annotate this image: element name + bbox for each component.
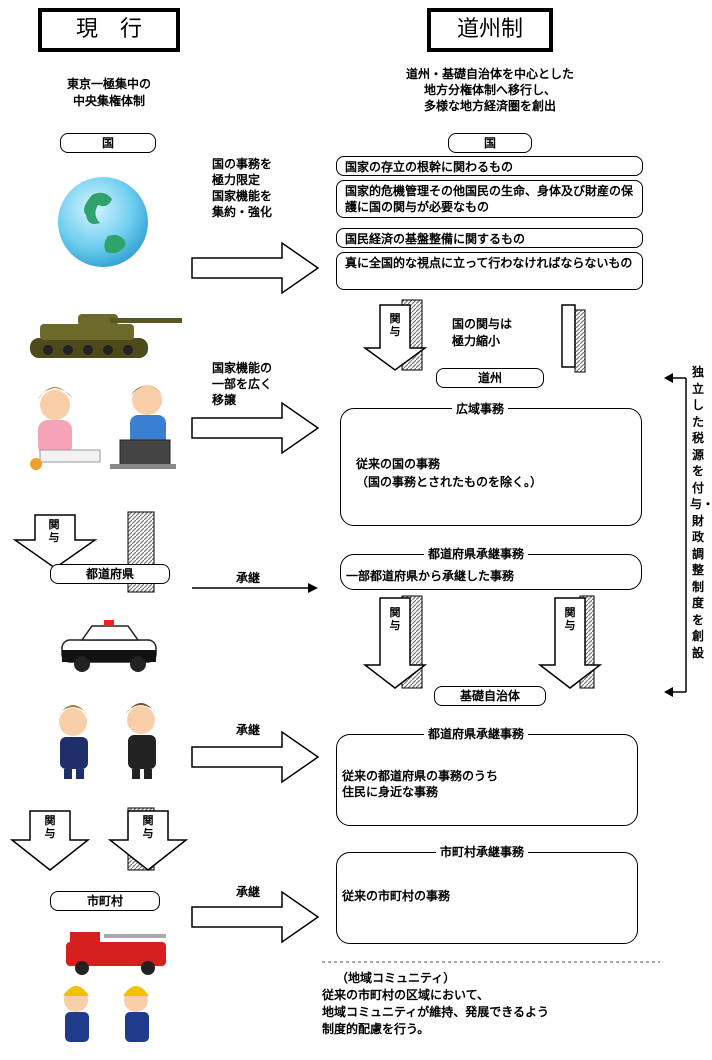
- kiso-todofuken-box: [336, 734, 638, 826]
- arrow-down-todofuken-shichoson: [9, 810, 91, 871]
- arrow-down-doshu-kiso-2: [537, 597, 603, 689]
- kuni-limit-label-2: 極力限定: [212, 173, 261, 187]
- globe-icon: [58, 177, 148, 267]
- kanyo-label-4: 関与: [389, 312, 401, 338]
- community-text-3: 地域コミュニティが維持、発展できるよう: [322, 1005, 550, 1019]
- arrow-kuni-to-doshu: [191, 401, 320, 455]
- kuni-item-1: 国家の存立の根幹に関わるもの: [336, 156, 643, 176]
- doshusei-kuni-tag: 国: [448, 133, 532, 153]
- current-shichoson-tag: 市町村: [50, 891, 160, 911]
- kiso-todofuken-text-1: 従来の都道府県の事務のうち: [342, 769, 499, 783]
- koiki-text-1: 従来の国の事務: [356, 457, 441, 471]
- community-text-2: 従来の市町村の区域において、: [322, 988, 490, 1002]
- kanyo-reduce-label-2: 極力縮小: [452, 334, 501, 348]
- shokei-label-kiso: 承継: [236, 723, 261, 737]
- tank-icon: [30, 314, 182, 358]
- arrow-down-kuni-doshu: [362, 304, 428, 371]
- kanyo-label-6: 関与: [564, 606, 576, 632]
- doshu-todofuken-title: 都道府県承継事務: [424, 545, 529, 562]
- office-workers-icon: [30, 385, 176, 470]
- kiso-shichoson-box: [336, 852, 638, 944]
- fire-truck-icon: [66, 932, 166, 975]
- arrow-kuni-to-kuni: [191, 241, 320, 295]
- kuni-limit-label-3: 国家機能を: [212, 189, 273, 203]
- koiki-title: 広域事務: [452, 400, 509, 417]
- kiso-shichoson-text: 従来の市町村の事務: [342, 889, 451, 903]
- kuni-transfer-label-2: 一部を広く: [212, 377, 273, 391]
- kanyo-label-1: 関与: [48, 518, 60, 544]
- kuni-transfer-label-1: 国家機能の: [212, 361, 273, 375]
- kanyo-label-5: 関与: [389, 606, 401, 632]
- shokei-label-shichoson: 承継: [236, 885, 261, 899]
- kuni-limit-label-4: 集約・強化: [212, 205, 273, 219]
- kuni-item-2: 国家的危機管理その他国民の生命、身体及び財産の保護に国の関与が必要なもの: [336, 180, 643, 218]
- arrow-down-doshu-kiso: [362, 597, 428, 689]
- kuni-transfer-label-3: 移譲: [212, 393, 237, 407]
- current-todofuken-tag: 都道府県: [50, 564, 170, 584]
- finance-side-label: 独立した税源を付与・財政調整制度を創設: [690, 365, 712, 660]
- kiso-shichoson-title: 市町村承継事務: [436, 843, 529, 860]
- community-text-4: 制度的配慮を行う。: [322, 1022, 430, 1036]
- kanyo-reduce-label-1: 国の関与は: [452, 317, 513, 331]
- doshusei-header: 道州制: [427, 8, 553, 52]
- kuni-limit-label-1: 国の事務を: [212, 157, 273, 171]
- kiso-todofuken-title: 都道府県承継事務: [424, 725, 529, 742]
- arrow-down-kuni-todofuken: [12, 514, 98, 569]
- kiso-tag: 基礎自治体: [434, 686, 546, 706]
- current-subtitle-1: 東京一極集中の: [66, 77, 151, 91]
- doshusei-subtitle-1: 道州・基礎自治体を中心とした: [405, 67, 574, 81]
- doshusei-subtitle-2: 地方分権体制へ移行し、: [423, 83, 556, 97]
- community-text-1: （地域コミュニティ）: [336, 971, 456, 985]
- shokei-label-todofuken: 承継: [236, 571, 261, 585]
- arrow-shichoson-to-kiso: [191, 890, 320, 944]
- children-icon: [63, 986, 149, 1042]
- police-car-icon: [61, 620, 157, 672]
- kuni-item-3: 国民経済の基盤整備に関するもの: [336, 228, 643, 248]
- arrow-todofuken-to-kiso: [191, 730, 320, 784]
- kiso-todofuken-text-2: 住民に身近な事務: [342, 785, 439, 799]
- kanyo-label-2: 関与: [44, 814, 56, 840]
- doshu-todofuken-box: [340, 554, 642, 590]
- current-subtitle-2: 中央集権体制: [72, 94, 145, 108]
- current-header: 現 行: [38, 8, 180, 52]
- kanyo-label-3: 関与: [142, 814, 154, 840]
- doshu-todofuken-text: 一部都道府県から承継した事務: [346, 569, 515, 583]
- doshu-tag: 道州: [436, 368, 544, 388]
- koiki-text-2: （国の事務とされたものを除く。）: [356, 475, 543, 489]
- current-kuni-tag: 国: [60, 133, 156, 153]
- police-officers-icon: [58, 703, 156, 779]
- doshusei-subtitle-3: 多様な地方経済圏を創出: [423, 99, 556, 113]
- arrow-down-todofuken-shichoson-2: [107, 810, 189, 871]
- kuni-item-4: 真に全国的な視点に立って行わなければならないもの: [336, 252, 643, 290]
